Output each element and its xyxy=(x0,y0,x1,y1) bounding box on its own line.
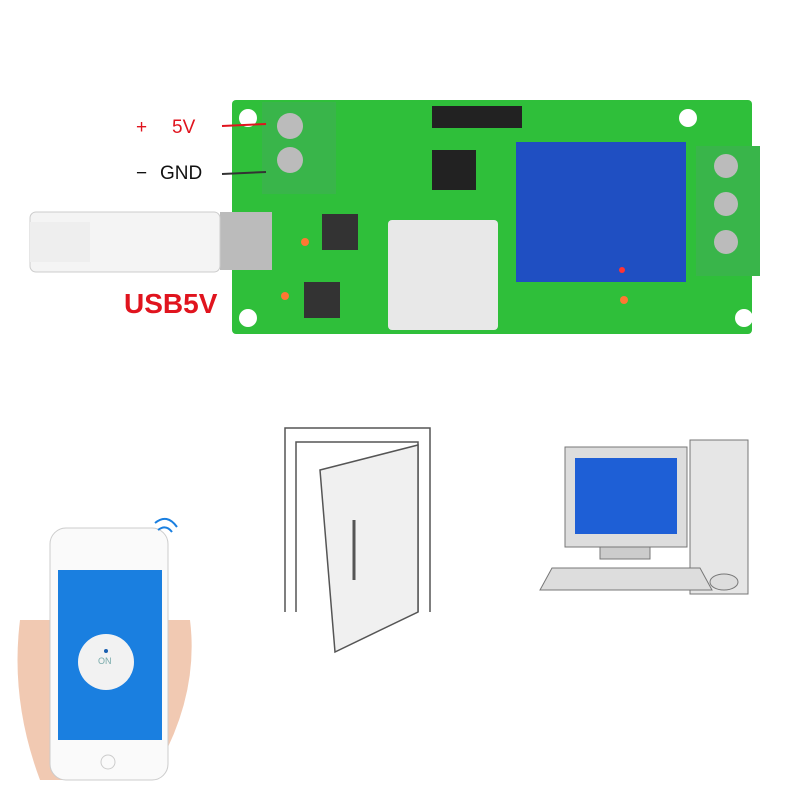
button-1 xyxy=(322,214,358,250)
relay xyxy=(516,142,686,282)
smartphone-in-hand xyxy=(17,517,192,781)
gnd-label: GND xyxy=(160,163,203,184)
wifi-module xyxy=(388,220,498,330)
relay-module-board xyxy=(220,100,760,334)
5v-label: 5V xyxy=(172,117,196,138)
plus-sign: + xyxy=(136,117,148,138)
minus-sign: − xyxy=(136,163,148,184)
usb-cable xyxy=(29,211,221,273)
computer-illustration xyxy=(539,439,749,595)
button-2 xyxy=(304,282,340,318)
door-illustration xyxy=(284,427,431,654)
micro-usb-port xyxy=(220,212,272,270)
power-terminal-block xyxy=(262,102,336,194)
phone-on-button: ON xyxy=(98,656,112,666)
wifi-signal-icon xyxy=(154,517,178,533)
usb5v-label: USB5V xyxy=(124,288,218,319)
